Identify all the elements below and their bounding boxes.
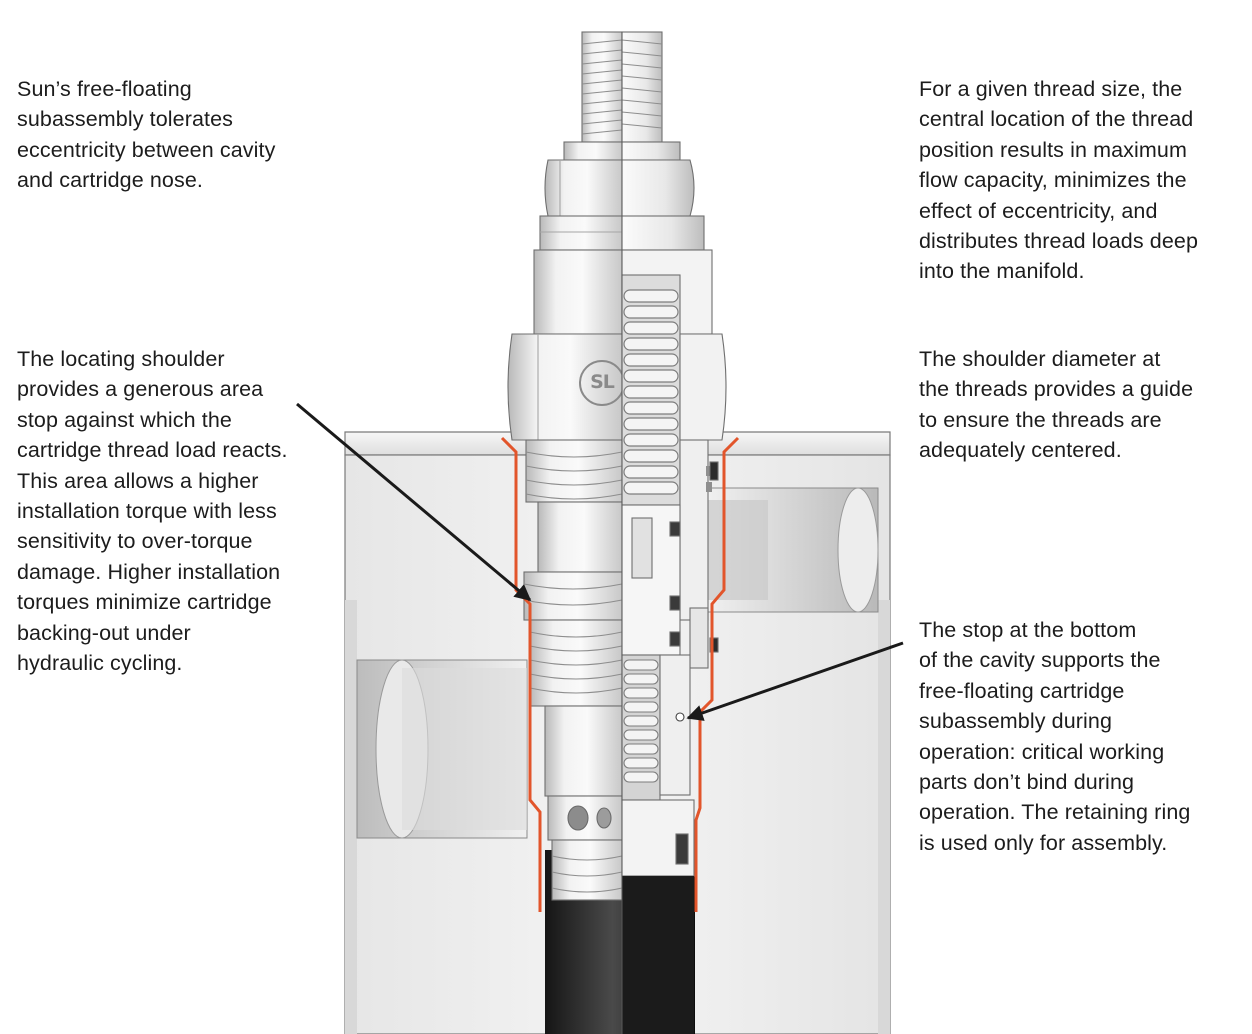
callout-thread-position: For a given thread size, the central loc…	[919, 77, 1198, 284]
bottom-stop-arrow	[686, 641, 904, 721]
cavity-outline	[500, 436, 740, 912]
left-port	[356, 659, 528, 839]
sun-logo-mark: SL	[590, 371, 615, 393]
callout-free-floating: Sun’s free-floating subassembly tolerate…	[17, 77, 276, 193]
locating-shoulder-arrow	[296, 402, 532, 602]
cartridge-inner-bore	[622, 876, 694, 1034]
right-port	[707, 487, 879, 613]
callout-shoulder-diameter: The shoulder diameter at the threads pro…	[919, 347, 1194, 463]
callout-locating-shoulder: The locating shoulder provides a generou…	[17, 347, 288, 676]
cartridge-section-half	[621, 31, 727, 877]
cartridge-exterior-half	[507, 31, 625, 901]
callout-bottom-stop: The stop at the bottom of the cavity sup…	[919, 618, 1191, 855]
